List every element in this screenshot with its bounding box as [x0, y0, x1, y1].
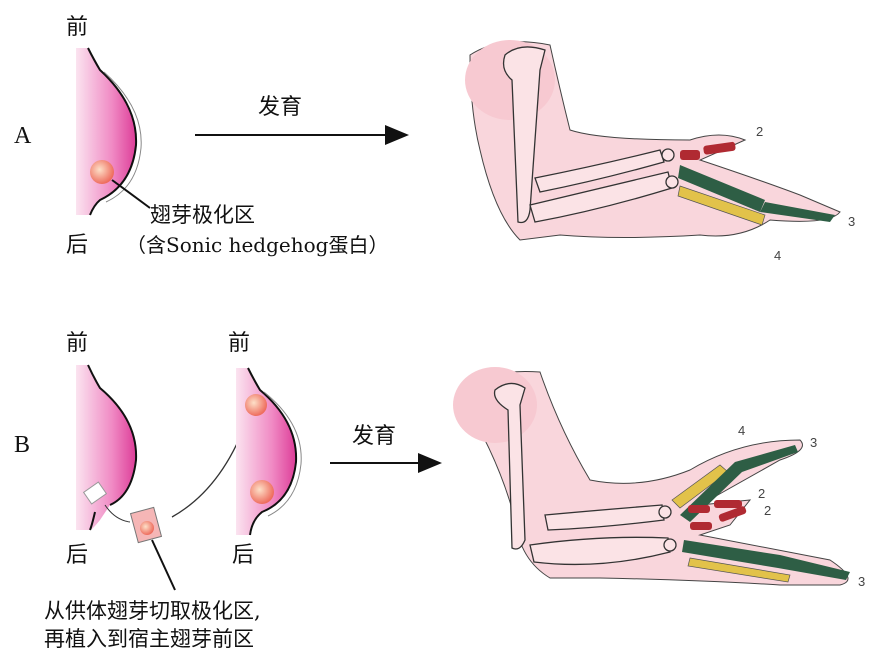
- native-polarizing-zone: [250, 480, 274, 504]
- zone-label: 翅芽极化区: [150, 203, 255, 227]
- polarizing-zone: [90, 160, 114, 184]
- digit-2-bone: [714, 500, 742, 508]
- digit-4-bone: [677, 185, 766, 226]
- panel-a-label: A: [14, 123, 32, 149]
- digit-2-bone: [718, 506, 747, 522]
- panel-b: B 前 后 前 后 发育 从供体翅芽切取极化区, 再植入到宿主翅芽前区: [14, 331, 865, 651]
- zone-note: （含Sonic hedgehog蛋白）: [126, 233, 388, 257]
- limb-bud: [76, 47, 151, 216]
- digit-3-bone: [680, 445, 798, 522]
- panel-a: A 前 后 翅芽极化区 （含Sonic hedgehog蛋白） 发育: [14, 15, 855, 263]
- donor-limb-bud: [76, 364, 138, 531]
- host-posterior-label: 后: [232, 543, 254, 568]
- develop-label: 发育: [258, 95, 302, 120]
- caption-line-1: 从供体翅芽切取极化区,: [44, 599, 261, 623]
- wing-a: 2 3 4: [465, 40, 855, 263]
- host-limb-bud: [236, 367, 302, 536]
- digit-label: 4: [738, 423, 745, 438]
- digit-3-bone: [678, 165, 765, 212]
- wing-b: 4 3 2 2 3: [453, 367, 865, 589]
- digit-2-bone: [703, 141, 736, 155]
- digit-4-bone: [687, 557, 791, 583]
- grafted-polarizing-zone: [245, 394, 267, 416]
- digit-label: 3: [810, 435, 817, 450]
- digit-label: 2: [758, 486, 765, 501]
- caption-line-2: 再植入到宿主翅芽前区: [44, 627, 254, 651]
- digit-2-bone: [688, 505, 710, 513]
- digit-label: 4: [774, 248, 781, 263]
- posterior-label: 后: [66, 233, 88, 258]
- panel-b-label: B: [14, 432, 30, 458]
- digit-label: 3: [858, 574, 865, 589]
- digit-2-bone: [680, 150, 700, 160]
- transplant-arrow: [171, 422, 248, 518]
- digit-2-bone: [690, 522, 712, 530]
- excised-polarizing-zone: [129, 506, 176, 591]
- anterior-label: 前: [66, 15, 88, 40]
- digit-label: 2: [764, 503, 771, 518]
- excision-gap: [82, 481, 108, 505]
- digit-3-bone: [760, 202, 835, 222]
- digit-3-bone: [682, 540, 850, 580]
- host-anterior-label: 前: [228, 331, 250, 356]
- pointer-line: [111, 179, 151, 209]
- donor-posterior-label: 后: [66, 543, 88, 568]
- donor-anterior-label: 前: [66, 331, 88, 356]
- digit-label: 3: [848, 214, 855, 229]
- digit-label: 2: [756, 124, 763, 139]
- develop-label: 发育: [352, 424, 396, 449]
